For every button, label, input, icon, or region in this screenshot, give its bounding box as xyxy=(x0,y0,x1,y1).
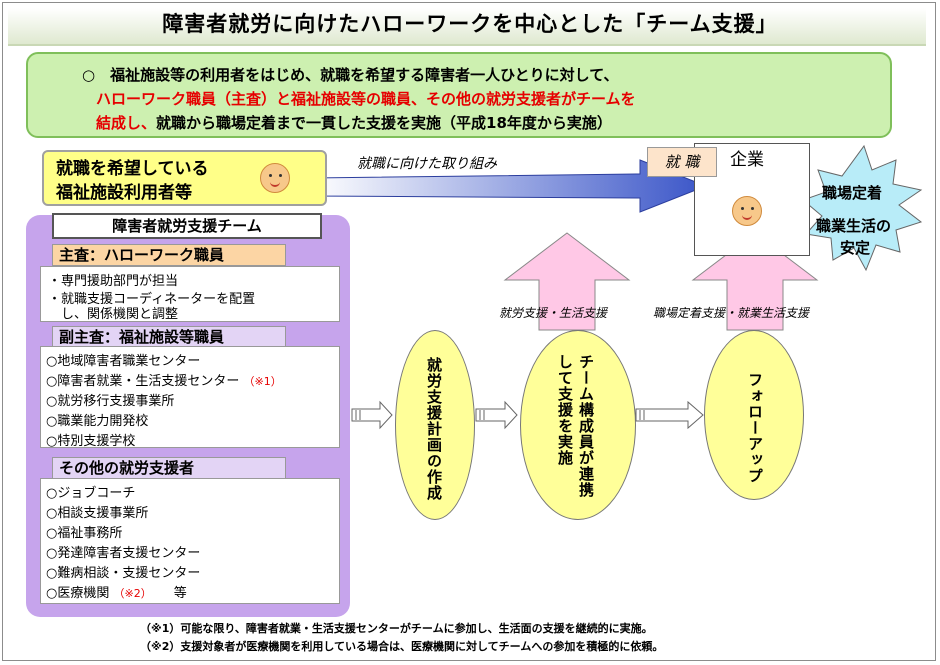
list-item: ○発達障害者支援センター xyxy=(46,546,201,561)
list-item: ○ジョブコーチ xyxy=(46,486,136,501)
main-examiner-list xyxy=(40,266,340,322)
intro-line-3-red: 結成し、 xyxy=(96,114,157,132)
list-item: ○地域障害者職業センター xyxy=(46,354,201,369)
step-oval-implement xyxy=(520,330,636,520)
footnote-ref-1: （※1） xyxy=(243,375,282,388)
seeker-line-2: 福祉施設利用者等 xyxy=(56,183,192,203)
list-item: ○相談支援事業所 xyxy=(46,506,149,521)
company-label: 企業 xyxy=(730,150,764,170)
employment-tag: 就 職 xyxy=(647,147,717,177)
list-item: ○難病相談・支援センター xyxy=(46,566,201,581)
list-item: ・就職支援コーディネーターを配置 xyxy=(48,292,256,307)
step-plan-label: 就労支援計画の作成 xyxy=(425,357,443,501)
footnote-2: （※2）支援対象者が医療機関を利用している場合は、医療機関に対してチームへの参加… xyxy=(140,640,664,653)
intro-box xyxy=(26,52,892,138)
step-oval-plan xyxy=(395,330,475,520)
etc-label: 等 xyxy=(173,586,187,601)
list-item-text: ○障害者就業・生活支援センター xyxy=(46,374,240,389)
step-followup-label: フォローアップ xyxy=(746,372,764,484)
up-arrow-label-support: 就労支援・生活支援 xyxy=(499,306,608,320)
list-item: ○医療機関 （※2） 等 xyxy=(46,582,187,601)
effort-label: 就職に向けた取り組み xyxy=(357,156,497,172)
outcome-line-1: 職場定着 xyxy=(822,184,883,202)
intro-line-3: 結成し、就職から職場定着まで一貫した支援を実施（平成18年度から実施） xyxy=(96,112,612,133)
list-item: ・専門援助部門が担当 xyxy=(48,274,179,289)
progress-arrow xyxy=(311,159,708,213)
list-item: ○福祉事務所 xyxy=(46,526,123,541)
list-item: ○特別支援学校 xyxy=(46,434,136,449)
title-bar xyxy=(8,8,926,46)
step-implement-label: チーム構成員が連携して支援を実施 xyxy=(556,354,595,498)
smiley-face-icon xyxy=(260,163,290,193)
intro-line-2: ハローワーク職員（主査）と福祉施設等の職員、その他の就労支援者がチームを xyxy=(96,90,636,108)
other-supporters-head: その他の就労支援者 xyxy=(52,457,286,479)
intro-line-3-rest: 就職から職場定着まで一貫した支援を実施（平成18年度から実施） xyxy=(156,114,612,132)
list-item: ○就労移行支援事業所 xyxy=(46,394,175,409)
outcome-line-2: 職業生活の xyxy=(816,217,892,235)
list-item-text: ○医療機関 xyxy=(46,586,110,601)
page-title: 障害者就労に向けたハローワークを中心とした「チーム支援」 xyxy=(162,12,778,36)
connector-arrow-1 xyxy=(351,400,393,430)
team-title: 障害者就労支援チーム xyxy=(52,213,322,239)
vice-examiner-list xyxy=(40,346,340,448)
seeker-line-1: 就職を希望している xyxy=(56,159,209,179)
list-item: ○障害者就業・生活支援センター （※1） xyxy=(46,370,282,389)
connector-arrow-2 xyxy=(475,400,518,430)
footnote-ref-2: （※2） xyxy=(113,587,152,600)
job-seeker-box xyxy=(42,150,327,206)
vice-examiner-head: 副主査：福祉施設等職員 xyxy=(52,326,286,348)
other-supporters-list xyxy=(40,478,340,604)
outcome-star xyxy=(802,144,923,272)
intro-line-1: ○ 福祉施設等の利用者をはじめ、就職を希望する障害者一人ひとりに対して、 xyxy=(82,66,619,84)
smiley-face-icon xyxy=(732,196,762,226)
up-arrow-support xyxy=(503,232,631,331)
main-examiner-head: 主査：ハローワーク職員 xyxy=(52,244,286,266)
list-item: ○職業能力開発校 xyxy=(46,414,149,429)
footnote-1: （※1）可能な限り、障害者就業・生活支援センターがチームに参加し、生活面の支援を… xyxy=(140,622,653,635)
up-arrow-label-retention: 職場定着支援・就業生活支援 xyxy=(653,306,810,320)
connector-arrow-3 xyxy=(635,400,704,430)
list-item: し、関係機関と調整 xyxy=(48,307,179,322)
outcome-line-3: 安定 xyxy=(840,239,871,257)
step-oval-followup xyxy=(704,330,804,500)
